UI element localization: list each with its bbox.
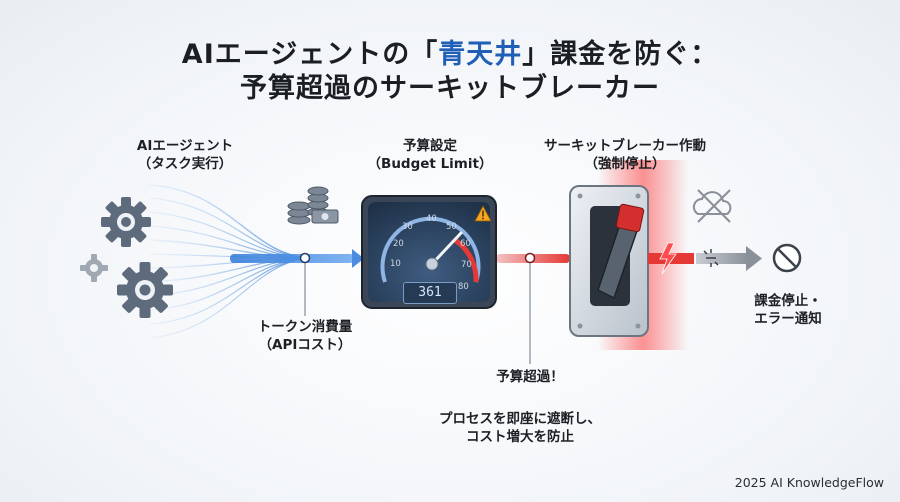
gauge-needle <box>430 231 463 266</box>
token-flow-node <box>299 252 311 264</box>
token-label-line: トークン消費量 <box>257 319 353 335</box>
spark-icon <box>659 242 677 275</box>
agent-label-line: （タスク実行） <box>137 156 233 172</box>
token-usage-label: トークン消費量 （APIコスト） <box>240 318 370 354</box>
gear-icon <box>101 197 151 247</box>
prohibited-icon <box>772 243 802 273</box>
stop-label-line: エラー通知 <box>754 311 822 327</box>
gauge-tick-label: 20 <box>393 239 404 249</box>
stop-label-line: 課金停止・ <box>754 293 822 309</box>
overbudget-label: 予算超過！ <box>496 369 564 385</box>
budget-gauge <box>361 195 497 309</box>
coin-stack-icon <box>287 186 329 225</box>
budget-label: 予算設定 （Budget Limit） <box>360 137 500 173</box>
action-label-line: コスト増大を防止 <box>466 429 574 445</box>
warning-icon <box>474 205 492 222</box>
gauge-readout: 361 <box>403 282 457 304</box>
budget-label-line: （Budget Limit） <box>367 156 493 172</box>
gauge-tick-label: 10 <box>390 259 401 269</box>
title-suffix: 」課金を防ぐ： <box>522 39 719 70</box>
gauge-tick-label: 30 <box>402 222 413 232</box>
gear-icon <box>117 262 173 318</box>
breaker-label-line: サーキットブレーカー作動 <box>544 138 706 154</box>
gauge-tick-label: 40 <box>426 214 437 224</box>
breaker-label-line: （強制停止） <box>584 156 666 172</box>
gauge-tick-label: 80 <box>458 282 469 292</box>
credit-text: 2025 AI KnowledgeFlow <box>734 475 884 490</box>
token-label-line: （APIコスト） <box>258 337 352 353</box>
gauge-tick-label: 60 <box>460 239 471 249</box>
budget-label-line: 予算設定 <box>403 138 457 154</box>
cloud-off-icon <box>692 189 732 223</box>
action-label-line: プロセスを即座に遮断し、 <box>439 411 601 427</box>
overbudget-node <box>524 252 536 264</box>
title-prefix: AIエージェントの「 <box>181 39 439 70</box>
stop-label: 課金停止・ エラー通知 <box>738 292 838 328</box>
agent-label-line: AIエージェント <box>136 138 234 154</box>
banknote-icon <box>311 209 339 224</box>
circuit-breaker <box>569 185 649 337</box>
agent-label: AIエージェント （タスク実行） <box>110 137 260 173</box>
action-label: プロセスを即座に遮断し、 コスト増大を防止 <box>420 410 620 446</box>
gauge-tick-label: 70 <box>461 260 472 270</box>
blue-flow-arrowhead <box>352 249 364 268</box>
title-highlight: 青天井 <box>438 39 523 70</box>
page-title: AIエージェントの「青天井」課金を防ぐ： <box>0 32 900 71</box>
spark-icon <box>703 249 719 267</box>
breaker-label: サーキットブレーカー作動 （強制停止） <box>520 137 730 173</box>
gear-icon <box>80 254 108 282</box>
page-subtitle: 予算超過のサーキットブレーカー <box>240 73 660 104</box>
gauge-tick-label: 50 <box>446 222 457 232</box>
stopped-flow-arrowhead <box>746 246 762 271</box>
blue-flow-beam <box>230 254 354 263</box>
stopped-flow-beam <box>696 253 748 264</box>
